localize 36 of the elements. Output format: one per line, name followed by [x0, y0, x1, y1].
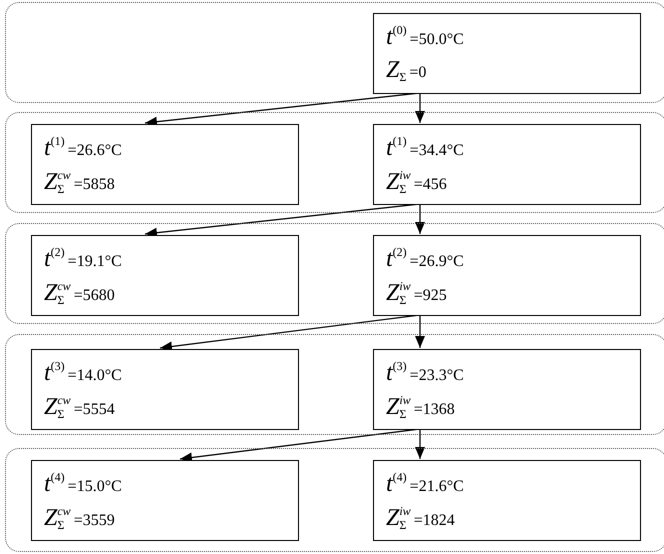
temperature-label: t$^{(4)}$=15.0°C: [44, 471, 122, 496]
sum-label: Z$_{Σ}$$^{cw}$=3559: [44, 505, 115, 531]
temperature-label: t$^{(1)}$=34.4°C: [386, 135, 464, 160]
value-box: [31, 124, 299, 205]
temperature-label: t$^{(2)}$=19.1°C: [44, 246, 122, 271]
sum-label: Z$_{Σ}$$^{iw}$=925: [386, 280, 447, 306]
arrow: [415, 93, 425, 123]
temperature-label: t$^{(4)}$=21.6°C: [386, 471, 464, 496]
value-box: [31, 349, 299, 430]
arrow: [415, 429, 425, 459]
sum-label: Z$_{Σ}$$^{cw}$=5858: [44, 169, 115, 195]
value-box: [373, 13, 641, 94]
value-box: [373, 235, 641, 316]
group-band: [5, 2, 664, 103]
sum-label: Z$_{Σ}$$^{cw}$=5554: [44, 394, 115, 420]
value-box: [31, 460, 299, 541]
temperature-label: t$^{(2)}$=26.9°C: [386, 246, 464, 271]
group-band: [5, 334, 664, 435]
value-box: [373, 124, 641, 205]
group-band: [5, 223, 664, 324]
value-box: [373, 349, 641, 430]
temperature-label: t$^{(3)}$=14.0°C: [44, 360, 122, 385]
temperature-label: t$^{(1)}$=26.6°C: [44, 135, 122, 160]
sum-label: Z$_{Σ}$$^{iw}$=1368: [386, 394, 455, 420]
sum-label: Z$_{Σ}$=0: [386, 58, 426, 83]
value-box: [373, 460, 641, 541]
sum-label: Z$_{Σ}$$^{iw}$=456: [386, 169, 447, 195]
group-band: [5, 112, 664, 213]
value-box: [31, 235, 299, 316]
sum-label: Z$_{Σ}$$^{iw}$=1824: [386, 505, 455, 531]
temperature-label: t$^{(3)}$=23.3°C: [386, 360, 464, 385]
sum-label: Z$_{Σ}$$^{cw}$=5680: [44, 280, 115, 306]
arrow: [415, 315, 425, 348]
temperature-label: t$^{(0)}$=50.0°C: [386, 24, 464, 49]
group-band: [5, 448, 664, 552]
arrow: [415, 204, 425, 234]
